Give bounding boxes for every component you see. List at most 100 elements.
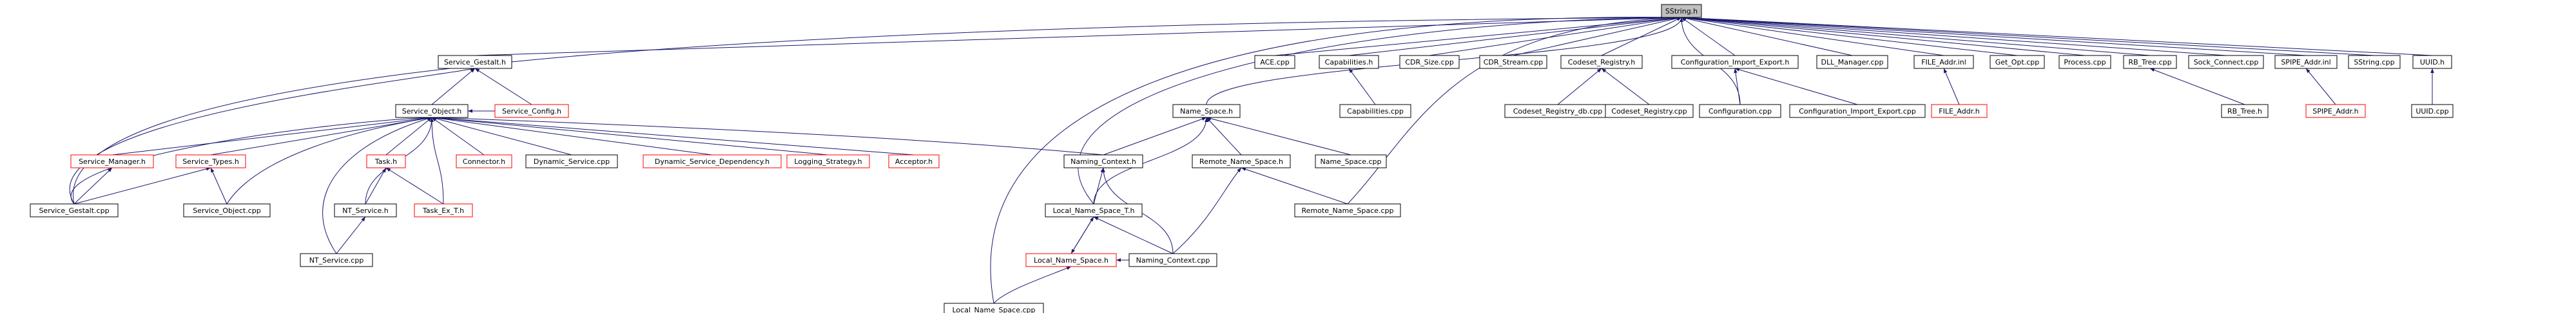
graph-node-codeset-registry-db-cpp[interactable]: Codeset_Registry_db.cpp (1504, 104, 1611, 118)
graph-node-local-name-space-cpp[interactable]: Local_Name_Space.cpp (944, 303, 1044, 313)
graph-node-service-gestalt-h[interactable]: Service_Gestalt.h (438, 55, 512, 69)
graph-node-cdr-stream-cpp[interactable]: CDR_Stream.cpp (1479, 55, 1547, 69)
graph-node-dynamic-service-cpp[interactable]: Dynamic_Service.cpp (525, 154, 618, 168)
node-label: Acceptor.h (895, 157, 933, 166)
node-box (2305, 104, 2366, 118)
node-box (944, 303, 1044, 313)
node-label: UUID.cpp (2416, 107, 2448, 116)
graph-node-spipe-addr-h[interactable]: SPIPE_Addr.h (2305, 104, 2366, 118)
graph-node-task-ex-t-h[interactable]: Task_Ex_T.h (414, 203, 473, 217)
node-label: Configuration_Import_Export.cpp (1799, 107, 1916, 116)
node-box (2123, 55, 2177, 69)
dependency-edge (1681, 15, 2307, 56)
dependency-edge (385, 117, 432, 156)
node-label: Name_Space.h (1180, 107, 1233, 116)
node-box (1319, 55, 1379, 69)
node-box (1254, 55, 1295, 69)
graph-node-get-opt-cpp[interactable]: Get_Opt.cpp (1990, 55, 2045, 69)
node-box (1699, 104, 1781, 118)
node-label: Logging_Strategy.h (794, 157, 862, 166)
graph-node-configuration-cpp[interactable]: Configuration.cpp (1699, 104, 1781, 118)
graph-node-service-gestalt-cpp[interactable]: Service_Gestalt.cpp (30, 203, 119, 217)
graph-node-service-manager-h[interactable]: Service_Manager.h (70, 154, 154, 168)
graph-node-local-name-space-t-h[interactable]: Local_Name_Space_T.h (1045, 203, 1143, 217)
node-box (1294, 203, 1401, 217)
node-label: Remote_Name_Space.cpp (1302, 207, 1394, 215)
graph-node-service-types-h[interactable]: Service_Types.h (175, 154, 246, 168)
dependency-edge (1093, 167, 1104, 205)
dependency-edge (474, 68, 532, 105)
graph-node-acceptor-h[interactable]: Acceptor.h (888, 154, 940, 168)
graph-node-service-object-h[interactable]: Service_Object.h (395, 104, 469, 118)
node-box (1192, 154, 1291, 168)
graph-node-local-name-space-h[interactable]: Local_Name_Space.h (1025, 253, 1117, 267)
graph-node-uuid-cpp[interactable]: UUID.cpp (2411, 104, 2454, 118)
dependency-edge (1734, 68, 1858, 105)
graph-node-remote-name-space-cpp[interactable]: Remote_Name_Space.cpp (1294, 203, 1401, 217)
graph-node-configuration-import-export-h[interactable]: Configuration_Import_Export.h (1671, 55, 1799, 69)
dependency-edge (993, 266, 1072, 304)
dependency-edge (431, 116, 829, 156)
graph-node-task-h[interactable]: Task.h (366, 154, 406, 168)
node-label: Name_Space.cpp (1321, 157, 1382, 166)
dependency-edge (1681, 15, 2151, 56)
graph-node-capabilities-cpp[interactable]: Capabilities.cpp (1339, 104, 1411, 118)
graph-node-rb-tree-cpp[interactable]: RB_Tree.cpp (2123, 55, 2177, 69)
graph-node-cdr-size-cpp[interactable]: CDR_Size.cpp (1399, 55, 1460, 69)
graph-node-service-object-cpp[interactable]: Service_Object.cpp (183, 203, 271, 217)
node-label: Service_Object.cpp (193, 207, 261, 215)
node-label: NT_Service.h (342, 207, 389, 215)
node-label: Task.h (374, 157, 397, 166)
dependency-edge (1557, 68, 1602, 105)
graph-node-codeset-registry-cpp[interactable]: Codeset_Registry.cpp (1605, 104, 1694, 118)
graph-node-dll-manager-cpp[interactable]: DLL_Manager.cpp (1816, 55, 1888, 69)
graph-node-name-space-h[interactable]: Name_Space.h (1172, 104, 1241, 118)
graph-node-sock-connect-cpp[interactable]: Sock_Connect.cpp (2188, 55, 2264, 69)
graph-node-ace-cpp[interactable]: ACE.cpp (1254, 55, 1295, 69)
dependency-edge (1093, 216, 1174, 254)
graph-node-service-config-h[interactable]: Service_Config.h (494, 104, 569, 118)
node-label: Local_Name_Space_T.h (1053, 207, 1135, 215)
graph-node-nt-service-h[interactable]: NT_Service.h (334, 203, 397, 217)
graph-node-sstring-cpp[interactable]: SString.cpp (2348, 55, 2401, 69)
graph-node-file-addr-h[interactable]: FILE_Addr.h (1931, 104, 1988, 118)
dependency-edge (73, 167, 211, 205)
dependency-edge (322, 117, 432, 254)
node-box (334, 203, 397, 217)
graph-node-logging-strategy-h[interactable]: Logging_Strategy.h (786, 154, 870, 168)
graph-node-dynamic-service-dependency-h[interactable]: Dynamic_Service_Dependency.h (643, 154, 782, 168)
graph-node-codeset-registry-h[interactable]: Codeset_Registry.h (1560, 55, 1643, 69)
node-label: FILE_Addr.h (1939, 107, 1979, 116)
dependency-edge (2305, 68, 2336, 105)
graph-node-sstring-h[interactable]: SString.h (1661, 4, 1702, 18)
node-label: Codeset_Registry.h (1568, 58, 1635, 66)
node-box (1560, 55, 1643, 69)
dependency-edge (210, 167, 228, 205)
graph-node-remote-name-space-h[interactable]: Remote_Name_Space.h (1192, 154, 1291, 168)
graph-node-connector-h[interactable]: Connector.h (456, 154, 512, 168)
node-box (1315, 154, 1387, 168)
dependency-edge (1241, 167, 1348, 205)
node-box (1063, 154, 1143, 168)
graph-node-name-space-cpp[interactable]: Name_Space.cpp (1315, 154, 1387, 168)
dependency-edge (1681, 16, 2018, 56)
dependency-edge (430, 117, 444, 205)
node-label: Dynamic_Service_Dependency.h (655, 157, 770, 166)
node-label: Dynamic_Service.cpp (534, 157, 610, 166)
graph-node-naming-context-h[interactable]: Naming_Context.h (1063, 154, 1143, 168)
graph-node-process-cpp[interactable]: Process.cpp (2058, 55, 2111, 69)
graph-node-file-addr-inl[interactable]: FILE_Addr.inl (1913, 55, 1974, 69)
graph-node-naming-context-cpp[interactable]: Naming_Context.cpp (1128, 253, 1217, 267)
graph-node-uuid-h[interactable]: UUID.h (2412, 55, 2452, 69)
graph-node-rb-tree-h[interactable]: RB_Tree.h (2221, 104, 2269, 118)
graph-node-nt-service-cpp[interactable]: NT_Service.cpp (300, 253, 373, 267)
dependency-edge (1734, 68, 1741, 105)
graph-node-spipe-addr-inl[interactable]: SPIPE_Addr.inl (2274, 55, 2338, 69)
node-label: FILE_Addr.inl (1921, 58, 1966, 66)
node-box (2058, 55, 2111, 69)
graph-node-configuration-import-export-cpp[interactable]: Configuration_Import_Export.cpp (1789, 104, 1926, 118)
graph-node-capabilities-h[interactable]: Capabilities.h (1319, 55, 1379, 69)
dependency-edge (1601, 68, 1650, 105)
dependency-edge (1681, 16, 1944, 56)
